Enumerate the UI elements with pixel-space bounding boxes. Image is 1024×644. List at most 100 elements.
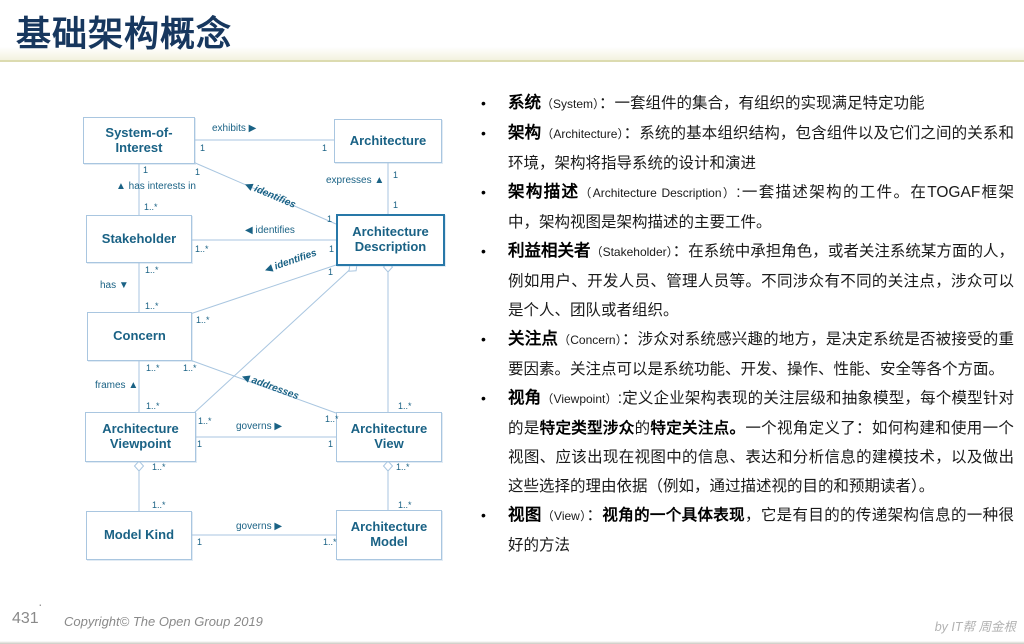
bullet-item: • 系统（System）：一套组件的集合，有组织的实现满足特定功能 — [478, 89, 1014, 119]
slide-header: 基础架构概念 — [0, 0, 1024, 62]
multiplicity-label: 1 — [329, 244, 335, 254]
uml-line-addresses — [189, 359, 337, 414]
relationship-label-identifies-2: ◀ identifies — [245, 225, 295, 236]
bullet-marker: • — [481, 184, 486, 200]
bullet-item: • 架构描述（Architecture Description）:一套描述架构的工… — [478, 178, 1014, 237]
bullet-segment: 系统 — [508, 94, 541, 112]
multiplicity-label: 1 — [322, 143, 328, 153]
bullet-segment: 架构 — [508, 124, 542, 142]
bullet-segment: 特定类型涉众 — [539, 420, 635, 437]
bullet-segment: 关注点 — [508, 330, 559, 348]
multiplicity-label: 1..* — [183, 363, 197, 373]
bullet-segment: （Architecture） — [541, 127, 624, 141]
bullet-segment: 视角 — [508, 389, 542, 407]
uml-box-architecture-view: Architecture View — [336, 412, 442, 462]
bullet-segment: ：一套组件的集合，有组织的实现满足特定功能 — [599, 95, 925, 112]
aggregation-diamond — [133, 460, 145, 472]
multiplicity-label: 1 — [328, 439, 334, 449]
multiplicity-label: 1..* — [145, 265, 159, 275]
multiplicity-label: 1..* — [145, 301, 159, 311]
slide-bottom-edge — [0, 641, 1024, 644]
relationship-label-has: has ▼ — [100, 280, 129, 291]
multiplicity-label: 1..* — [396, 462, 410, 472]
multiplicity-label: 1..* — [196, 315, 210, 325]
bullet-segment: 一个视角定义了：如何构建和使用一个视图、应该出现在视图中的信息、表达和分析信息的… — [508, 420, 1014, 495]
bullet-segment: 架构描述 — [508, 183, 580, 201]
multiplicity-label: 1..* — [144, 202, 158, 212]
multiplicity-label: 1..* — [152, 500, 166, 510]
multiplicity-label: 1 — [393, 170, 399, 180]
multiplicity-label: 1 — [327, 214, 333, 224]
bullet-segment: （View） — [541, 509, 587, 523]
uml-box-architecture-model: Architecture Model — [336, 510, 442, 560]
bullet-item: • 利益相关者（Stakeholder）：在系统中承担角色，或者关注系统某方面的人… — [478, 237, 1014, 325]
multiplicity-label: 1..* — [323, 537, 337, 547]
uml-box-architecture: Architecture — [334, 119, 442, 163]
multiplicity-label: 1..* — [398, 401, 412, 411]
bullet-item: • 关注点（Concern）：涉众对系统感兴趣的地方，是决定系统是否被接受的重要因… — [478, 325, 1014, 384]
bullet-marker: • — [481, 331, 486, 347]
uml-box-system-of-interest: System-of-Interest — [83, 117, 195, 164]
uml-box-concern: Concern — [87, 312, 192, 361]
bullet-segment: :定义企业架构表现的关注层级和抽象模型，每个模型针对的是 — [508, 390, 1014, 437]
uml-box-stakeholder: Stakeholder — [86, 215, 192, 263]
bullet-marker: • — [481, 243, 486, 259]
bullet-segment: 视角的一个具体表现 — [602, 507, 745, 524]
bullet-segment: ：涉众对系统感兴趣的地方，是决定系统是否被接受的重要因素。关注点可以是系统功能、… — [508, 331, 1014, 378]
bullet-segment: （Viewpoint） — [541, 392, 618, 406]
multiplicity-label: 1 — [393, 200, 399, 210]
bullet-segment: 的 — [634, 420, 651, 437]
multiplicity-label: 1 — [197, 439, 203, 449]
multiplicity-label: 1..* — [198, 416, 212, 426]
bullet-segment: 利益相关者 — [508, 242, 591, 260]
uml-box-architecture-viewpoint: Architecture Viewpoint — [85, 412, 196, 462]
uml-line-identifies-concern — [189, 264, 337, 315]
stray-dot: · — [38, 596, 43, 612]
bullet-segment: ： — [586, 507, 603, 524]
multiplicity-label: 1..* — [146, 363, 160, 373]
multiplicity-label: 1 — [143, 165, 149, 175]
multiplicity-label: 1..* — [146, 401, 160, 411]
bullet-item: • 视角（Viewpoint）:定义企业架构表现的关注层级和抽象模型，每个模型针对… — [478, 384, 1014, 501]
multiplicity-label: 1..* — [325, 414, 339, 424]
bullet-segment: （System） — [541, 97, 600, 111]
bullet-segment: ：系统的基本组织结构，包含组件以及它们之间的关系和环境，架构将指导系统的设计和演… — [508, 125, 1015, 172]
relationship-lines — [133, 139, 394, 536]
multiplicity-label: 1 — [200, 143, 206, 153]
uml-box-model-kind: Model Kind — [86, 511, 192, 560]
relationship-label-governs-2: governs ▶ — [236, 521, 283, 532]
bullet-segment: （Architecture Description） — [579, 186, 737, 200]
bullet-segment: （Stakeholder） — [590, 245, 673, 259]
bullet-item: • 视图（View）：视角的一个具体表现，它是有目的的传递架构信息的一种很好的方法 — [478, 501, 1014, 560]
bullet-item: • 架构（Architecture）：系统的基本组织结构，包含组件以及它们之间的关… — [478, 119, 1014, 178]
multiplicity-label: 1..* — [152, 462, 166, 472]
relationship-label-has-interests: ▲ has interests in — [116, 181, 196, 192]
bullet-marker: • — [481, 95, 486, 111]
bullet-marker: • — [481, 390, 486, 406]
relationship-label-exhibits: exhibits ▶ — [212, 123, 257, 134]
bullet-segment: （Concern） — [558, 333, 622, 347]
multiplicity-label: 1 — [195, 167, 201, 177]
bullet-marker: • — [481, 507, 486, 523]
uml-line-identifies-soi — [192, 161, 337, 225]
relationship-label-expresses: expresses ▲ — [326, 175, 385, 186]
slide-title: 基础架构概念 — [16, 15, 233, 54]
uml-box-architecture-description: Architecture Description — [336, 214, 445, 266]
aggregation-diamond — [382, 460, 394, 472]
bullet-marker: • — [481, 125, 486, 141]
relationship-label-governs-1: governs ▶ — [236, 421, 283, 432]
copyright-text: Copyright© The Open Group 2019 — [64, 614, 263, 629]
uml-line-ad-viewpoint — [193, 262, 358, 414]
bullet-list: •系统（System）：一套组件的集合，有组织的实现满足特定功能•架构（Arch… — [478, 89, 1014, 560]
bullet-segment: 视图 — [508, 506, 542, 524]
uml-diagram: System-of-Interest Architecture Stakehol… — [40, 95, 465, 592]
multiplicity-label: 1 — [197, 537, 203, 547]
relationship-label-frames: frames ▲ — [95, 380, 139, 391]
bullet-segment: ：在系统中承担角色，或者关注系统某方面的人，例如用户、开发人员、管理人员等。不同… — [508, 243, 1014, 319]
bullet-segment: :一套描述架构的工件。在TOGAF框架中，架构视图是架构描述的主要工件。 — [508, 184, 1014, 231]
page-number: 431 — [12, 610, 39, 627]
bullet-segment: 特定关注点。 — [650, 420, 746, 437]
credit-text: by IT帮 周金根 — [934, 620, 1016, 634]
bullet-segment: ，它是有目的的传递架构信息的一种很好的方法 — [508, 507, 1014, 554]
multiplicity-label: 1 — [328, 267, 334, 277]
